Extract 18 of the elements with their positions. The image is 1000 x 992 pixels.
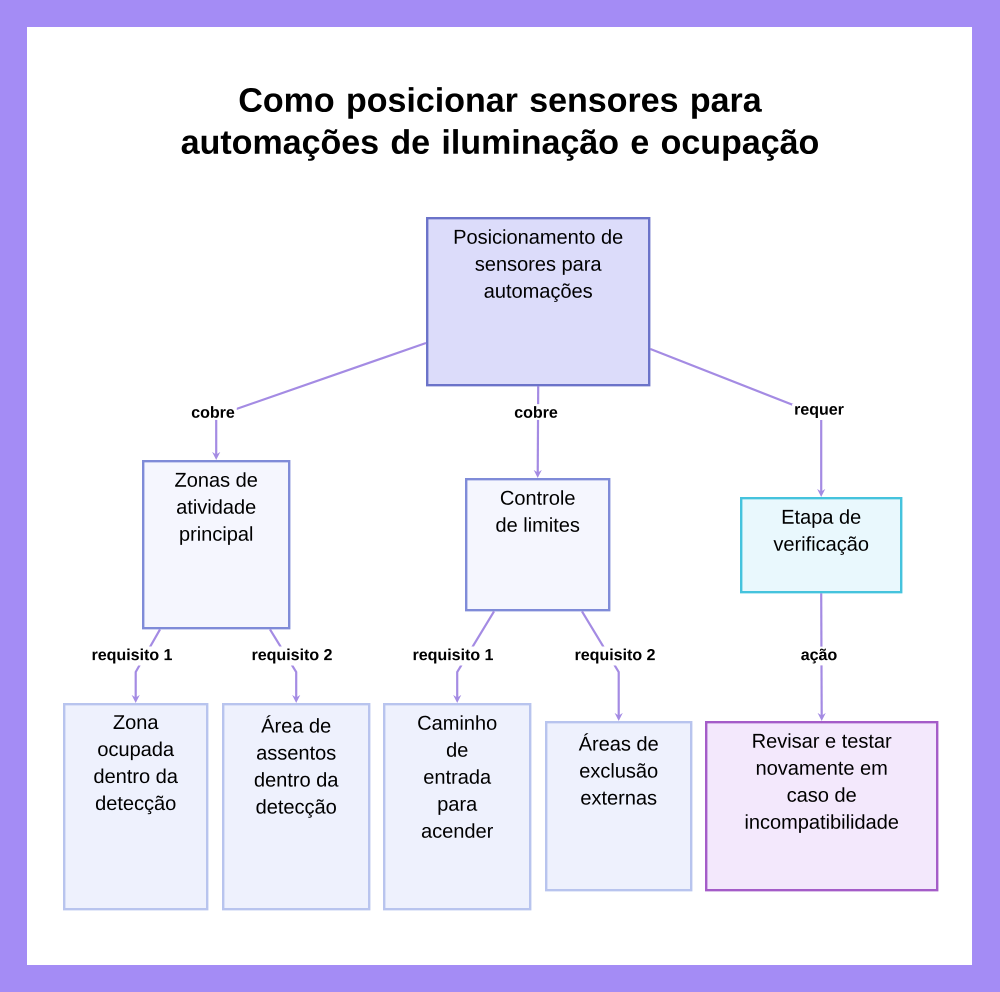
process-box: Etapa de verificação	[740, 497, 902, 594]
edge-label: requer	[792, 404, 846, 420]
edge-label: cobre	[512, 404, 560, 420]
process-box: Área de assentos dentro da detecção	[222, 703, 370, 910]
process-box: Áreas de exclusão externas	[545, 721, 692, 892]
edge-label: requisito 1	[410, 646, 496, 666]
process-box: Caminho de entrada para acender	[383, 703, 532, 910]
edge-label: requisito 1	[90, 646, 174, 666]
process-box: Zonas de atividade principal	[142, 460, 290, 630]
edge-label: cobre	[189, 404, 237, 420]
process-box: Zona ocupada dentro da detecção	[63, 703, 208, 910]
process-box: Revisar e testar novamente em caso de incompatibilidade	[705, 721, 938, 892]
process-box: Posicionamento de sensores para automações	[426, 217, 650, 386]
edge-label: ação	[798, 646, 840, 666]
edge-label: requisito 2	[572, 646, 658, 666]
edge-label: requisito 2	[250, 646, 334, 666]
title: Como posicionar sensores para automações de iluminação e ocupação	[182, 87, 818, 161]
process-box: Controle de limites	[465, 478, 610, 612]
